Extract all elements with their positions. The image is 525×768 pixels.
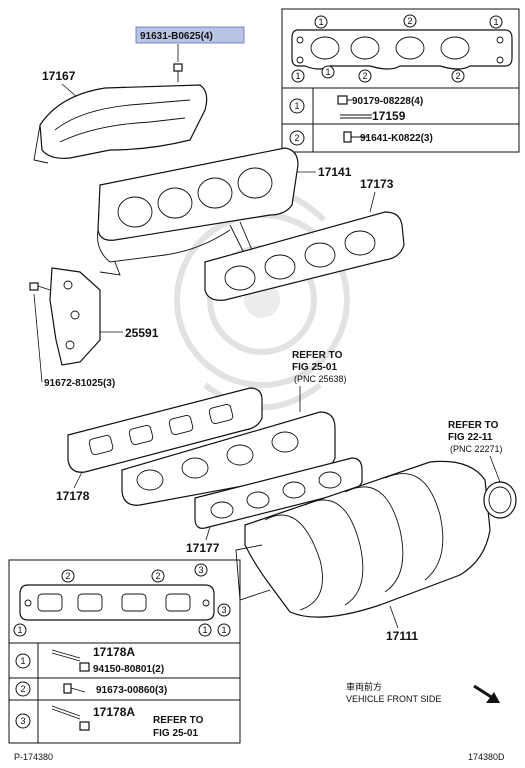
part-number-label: 17167 — [42, 69, 76, 83]
svg-text:1: 1 — [202, 625, 207, 635]
highlighted-part-label[interactable]: 91631-B0625(4) — [135, 26, 245, 44]
part-number-label: 17141 — [318, 165, 352, 179]
svg-text:3: 3 — [20, 716, 25, 726]
nut-icon — [337, 95, 352, 105]
stud-bolt-icon — [51, 649, 81, 662]
svg-text:2: 2 — [155, 571, 160, 581]
intake-gasket-inset — [19, 584, 215, 621]
gasket-marker: 1 — [198, 623, 212, 637]
gasket-marker: 1 — [314, 15, 328, 29]
svg-text:1: 1 — [325, 67, 330, 77]
arrow-right-down-icon — [473, 684, 500, 703]
part-number-label: 17159 — [372, 109, 406, 123]
svg-text:REFER TO: REFER TO — [292, 350, 343, 361]
bolt-icon — [63, 683, 86, 694]
svg-text:2: 2 — [65, 571, 70, 581]
manifold-bracket-part — [49, 267, 101, 366]
svg-text:VEHICLE FRONT SIDE: VEHICLE FRONT SIDE — [346, 694, 441, 704]
row-marker: 2 — [289, 130, 305, 146]
svg-text:2: 2 — [455, 71, 460, 81]
svg-text:FIG 22-11: FIG 22-11 — [448, 432, 493, 443]
gasket-marker: 2 — [451, 69, 465, 83]
part-number-label: 17177 — [186, 541, 220, 555]
bolt-icon — [173, 63, 183, 82]
part-number-label: 17111 — [386, 629, 418, 643]
bolt-icon — [29, 282, 51, 291]
row-marker: 1 — [289, 98, 305, 114]
gasket-marker: 1 — [291, 69, 305, 83]
svg-text:1: 1 — [20, 656, 25, 666]
nut-icon — [79, 662, 90, 672]
svg-text:(PNC 25638): (PNC 25638) — [294, 374, 347, 384]
intake-gasket-part — [67, 387, 263, 473]
reference-note[interactable]: REFER TO FIG 25-01 (PNC 25638) — [292, 350, 347, 384]
gasket-marker: 3 — [217, 603, 231, 617]
part-number-label: 17178A — [93, 645, 135, 659]
part-number-label: 17173 — [360, 177, 394, 191]
top-inset-box: 1 2 1 1 1 2 2 1 90179-08228(4) 17159 2 9… — [281, 8, 520, 153]
gasket-marker: 2 — [151, 569, 165, 583]
footer-left-code: P-174380 — [14, 752, 53, 762]
stud-bolt-icon — [51, 705, 90, 731]
exhaust-gasket-inset — [291, 29, 513, 70]
svg-text:(PNC 22271): (PNC 22271) — [450, 444, 503, 454]
part-number-label: 25591 — [125, 326, 159, 340]
row-marker: 1 — [15, 653, 31, 669]
stud-bolt-icon — [340, 114, 372, 119]
svg-text:1: 1 — [221, 625, 226, 635]
svg-text:2: 2 — [362, 71, 367, 81]
svg-text:1: 1 — [17, 625, 22, 635]
vehicle-front-side-indicator: 車両前方 VEHICLE FRONT SIDE — [346, 681, 500, 704]
row-marker: 3 — [15, 713, 31, 729]
exhaust-manifold-part — [97, 147, 299, 276]
gasket-marker: 2 — [403, 14, 417, 28]
intake-manifold-part — [235, 460, 517, 618]
gasket-marker: 1 — [13, 623, 27, 637]
svg-text:2: 2 — [20, 684, 25, 694]
svg-text:1: 1 — [295, 71, 300, 81]
part-number-label: 17178A — [93, 705, 135, 719]
svg-text:91631-B0625(4): 91631-B0625(4) — [140, 31, 213, 42]
row-marker: 2 — [15, 681, 31, 697]
svg-text:3: 3 — [198, 565, 203, 575]
svg-text:FIG 25-01: FIG 25-01 — [292, 362, 337, 373]
part-number-label: 91672-81025(3) — [44, 378, 115, 389]
bottom-inset-box: 2 2 3 1 3 1 1 1 17178A 94150-80801(2) 2 … — [8, 559, 241, 744]
svg-text:1: 1 — [493, 17, 498, 27]
gasket-marker: 3 — [194, 563, 208, 577]
svg-text:2: 2 — [294, 133, 299, 143]
part-number-label: 90179-08228(4) — [352, 96, 423, 107]
svg-text:REFER TO: REFER TO — [448, 420, 499, 431]
part-number-label: 17178 — [56, 489, 90, 503]
svg-text:1: 1 — [318, 17, 323, 27]
reference-note[interactable]: FIG 25-01 — [153, 728, 198, 739]
bolt-icon — [343, 131, 368, 143]
gasket-marker: 2 — [61, 569, 75, 583]
svg-text:2: 2 — [407, 16, 412, 26]
gasket-marker: 1 — [321, 65, 335, 79]
svg-text:3: 3 — [221, 605, 226, 615]
svg-text:1: 1 — [294, 101, 299, 111]
exhaust-gasket-part — [204, 211, 405, 301]
heat-insulator-part — [33, 84, 208, 164]
part-number-label: 91641-K0822(3) — [360, 133, 433, 144]
gasket-marker: 2 — [358, 69, 372, 83]
gasket-marker: 1 — [217, 623, 231, 637]
reference-note[interactable]: REFER TO — [153, 715, 204, 726]
svg-text:車両前方: 車両前方 — [346, 681, 382, 693]
reference-note[interactable]: REFER TO FIG 22-11 (PNC 22271) — [448, 420, 503, 454]
footer-right-code: 174380D — [468, 752, 505, 762]
part-number-label: 91673-00860(3) — [96, 685, 167, 696]
part-number-label: 94150-80801(2) — [93, 664, 164, 675]
gasket-marker: 1 — [489, 15, 503, 29]
